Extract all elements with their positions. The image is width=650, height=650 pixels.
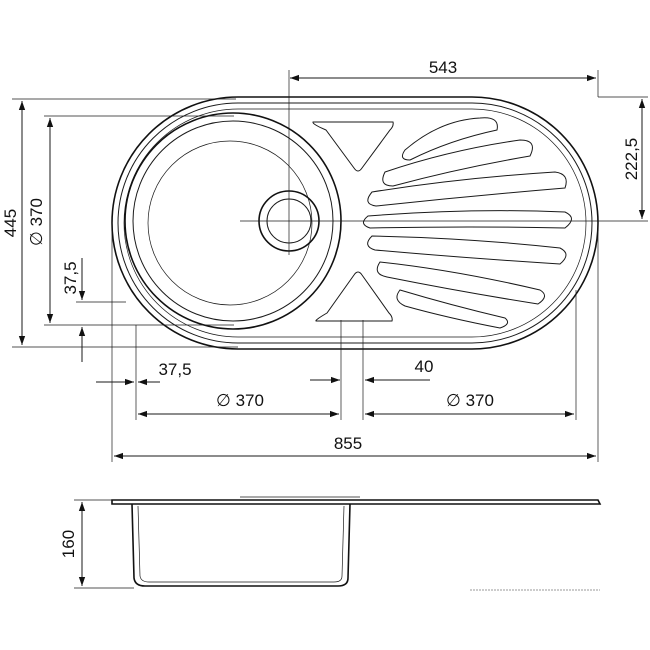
bowl-floor	[147, 140, 313, 306]
sink-outer-rim	[111, 96, 599, 350]
partition-top	[312, 121, 394, 172]
dim-label-160: 160	[59, 530, 78, 558]
dim-label-37-5-vertical: 37,5	[61, 261, 80, 294]
dim-label-bowl-diameter-vertical: ∅ 370	[27, 198, 46, 246]
dim-label-37-5-horizontal: 37,5	[158, 360, 191, 379]
dim-label-bowl-diameter-horizontal: ∅ 370	[216, 391, 264, 410]
dim-label-40: 40	[415, 357, 434, 376]
side-view-dimensions: 160	[59, 499, 134, 589]
sink-inner-rim	[117, 102, 593, 344]
side-view	[111, 496, 602, 591]
dim-label-855: 855	[334, 434, 362, 453]
top-view	[111, 70, 599, 350]
side-bowl-body	[131, 503, 351, 587]
dim-label-445: 445	[1, 209, 20, 237]
side-flange	[111, 499, 602, 505]
sink-rim-edge	[123, 108, 587, 338]
drainer-ribs	[363, 117, 572, 329]
dim-label-drainer-diameter: ∅ 370	[446, 391, 494, 410]
top-view-dimensions: 543 222,5 445 ∅ 370 37,5 37,5	[1, 58, 648, 462]
partition-bottom	[315, 271, 393, 322]
dim-label-543: 543	[429, 58, 457, 77]
dim-label-222-5: 222,5	[622, 138, 641, 181]
